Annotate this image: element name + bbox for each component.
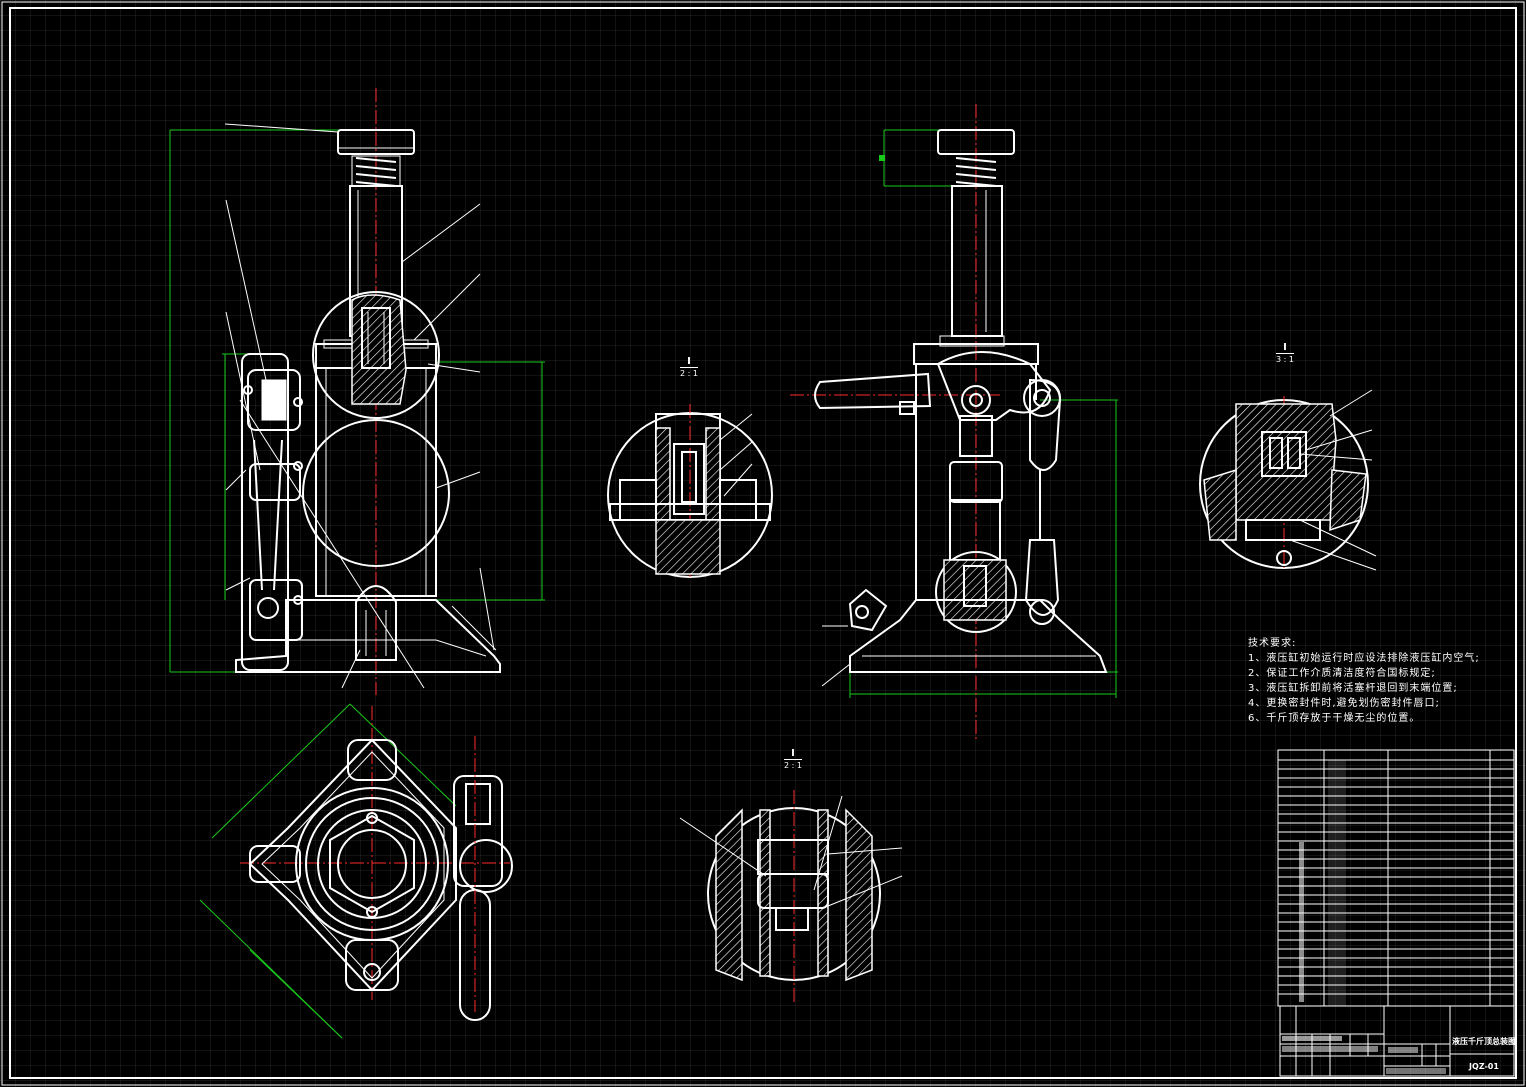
detail-view-3 [679, 790, 903, 1004]
section-scale: 2 : 1 [784, 761, 802, 770]
title-block [1279, 1005, 1515, 1077]
section-number: I [784, 748, 802, 760]
section-label-3: I 2 : 1 [784, 748, 802, 771]
technical-requirements-title: 技术要求: [1248, 638, 1297, 649]
detail-view-2 [1199, 389, 1377, 571]
section-number: I [1276, 342, 1294, 354]
section-label-2: I 3 : 1 [1276, 342, 1294, 365]
requirement-item: 1、液压缸初始运行时应设法排除液压缸内空气; [1248, 653, 1480, 664]
requirement-item: 6、千斤顶存放于干燥无尘的位置。 [1248, 713, 1421, 724]
requirement-item: 4、更换密封件时,避免划伤密封件唇口; [1248, 698, 1440, 709]
requirement-item: 2、保证工作介质清洁度符合国标规定; [1248, 668, 1436, 679]
section-scale: 2 : 1 [680, 369, 698, 378]
drawing-name: 液压千斤顶总装图 [1452, 1037, 1516, 1046]
inner-border [9, 7, 1517, 1079]
detail-view-1 [607, 404, 773, 580]
front-view [169, 88, 545, 695]
requirement-item: 3、液压缸拆卸前将活塞杆退回到末端位置; [1248, 683, 1458, 694]
parts-list [1277, 749, 1515, 1007]
section-label-1: I 2 : 1 [680, 356, 698, 379]
section-scale: 3 : 1 [1276, 355, 1294, 364]
technical-requirements: 技术要求: 1、液压缸初始运行时应设法排除液压缸内空气; 2、保证工作介质清洁度… [1248, 636, 1480, 726]
top-view [199, 703, 513, 1039]
drawing-code: JQZ-01 [1469, 1062, 1499, 1071]
side-view [790, 104, 1118, 740]
section-number: I [680, 356, 698, 368]
